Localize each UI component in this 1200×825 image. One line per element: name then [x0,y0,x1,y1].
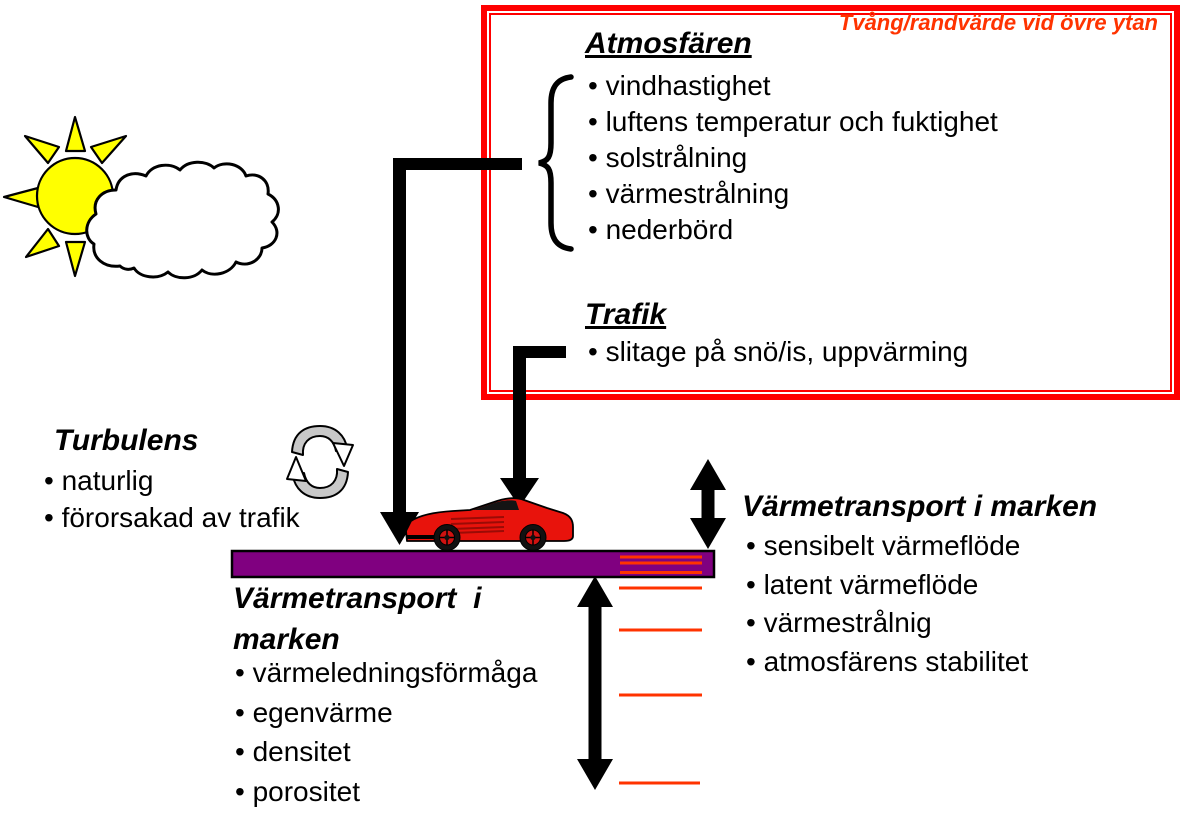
car-window [473,500,519,510]
bullet-item: • atmosfärens stabilitet [746,645,1029,677]
atmosphere-brace [538,74,574,252]
bullet-item: • porositet [235,775,360,807]
bullet-item: • förorsakad av trafik [44,502,300,533]
ground-transport-left-title-line1: Värmetransport i [233,582,482,615]
car-side-strakes [450,516,505,534]
road-surface-bar [230,549,716,579]
turbulence-title: Turbulens [54,424,199,457]
ground-transport-left-title: Värmetransport i marken [233,578,481,660]
ground-layer-lines [619,586,702,785]
ground-transport-left-list: • värmeledningsförmåga • egenvärme • den… [235,653,537,811]
sports-car-icon [405,497,574,551]
atmosphere-list: • vindhastighet • luftens temperatur och… [588,68,998,248]
ground-transport-left-title-line2: marken [233,623,340,656]
atmosphere-down-arrow [380,158,522,545]
bullet-item: • luftens temperatur och fuktighet [588,106,998,137]
ground-transport-right-title: Värmetransport i marken [742,490,1098,523]
bullet-item: • värmeledningsförmåga [235,657,538,688]
bullet-item: • värmestrålnig [746,607,932,638]
cycle-arrows-icon [286,425,354,499]
bullet-item: • nederbörd [588,214,734,245]
bullet-item: • vindhastighet [588,70,771,101]
boundary-condition-box [481,5,1180,400]
bullet-item: • slitage på snö/is, uppvärming [588,336,969,367]
ground-depth-double-arrow [577,576,613,790]
car-rear-wheel [519,524,547,551]
turbulence-list: • naturlig • förorsakad av trafik [44,462,300,536]
traffic-down-arrow [500,346,566,507]
ground-transport-right-list: • sensibelt värmeflöde • latent värmeflö… [746,527,1028,681]
traffic-title: Trafik [585,298,667,331]
bullet-item: • latent värmeflöde [746,568,979,600]
surface-exchange-double-arrow [690,459,726,549]
bullet-item: • solstrålning [588,142,748,173]
boundary-condition-box-inner-border [489,13,1172,392]
bullet-item: • värmestrålning [588,178,790,209]
boundary-condition-label: Tvång/randvärde vid övre ytan [838,10,1158,35]
traffic-list: • slitage på snö/is, uppvärming [588,336,968,368]
bullet-item: • sensibelt värmeflöde [746,530,1021,561]
bullet-item: • densitet [235,736,351,767]
atmosphere-title: Atmosfären [585,27,752,60]
road-surface-heat-lines [620,555,702,574]
cloud-icon [85,160,280,280]
bullet-item: • egenvärme [235,696,393,728]
bullet-item: • naturlig [44,465,154,496]
car-front-wheel [433,524,461,551]
